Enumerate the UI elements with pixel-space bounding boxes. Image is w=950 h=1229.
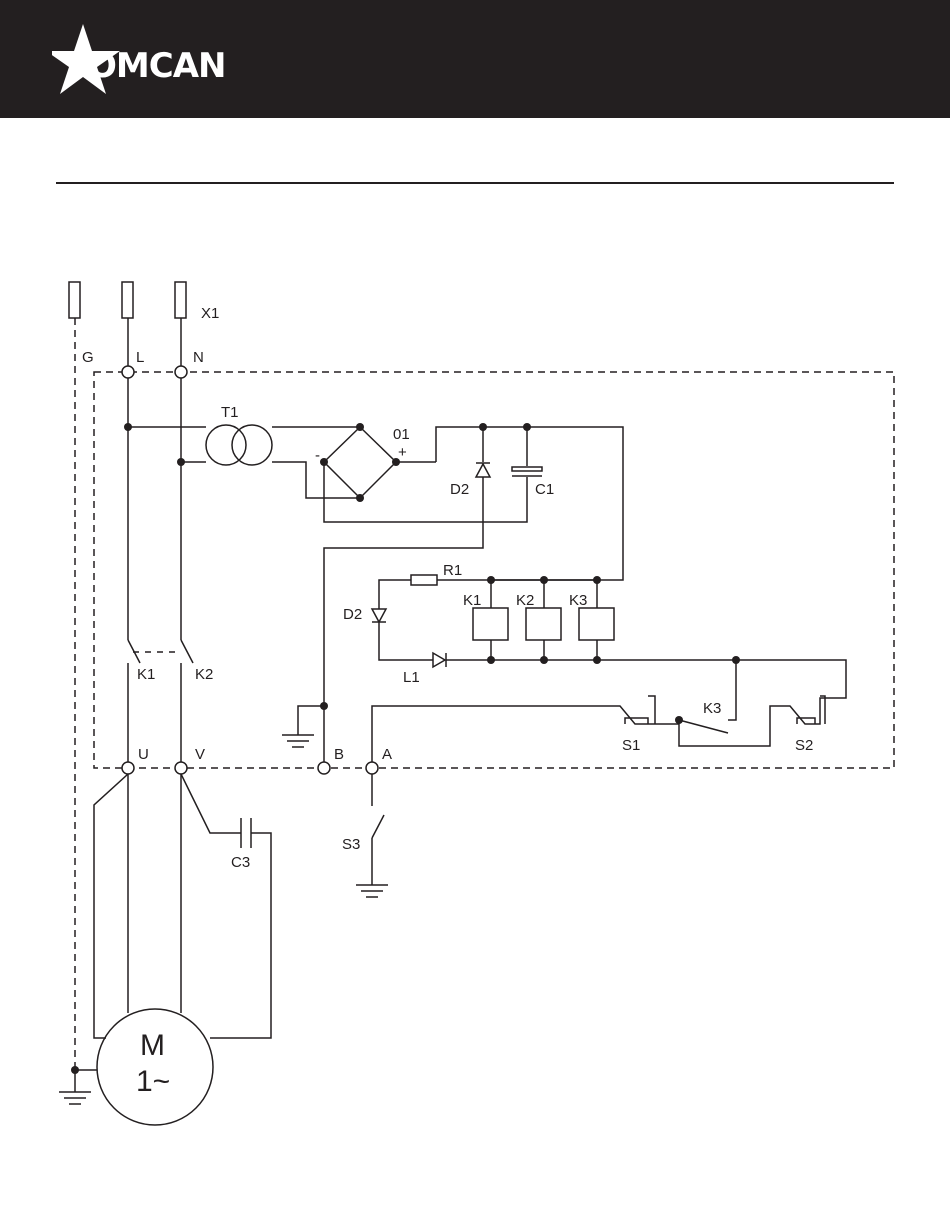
label-01: 01 — [393, 426, 410, 443]
label-s2: S2 — [795, 737, 813, 754]
resistor-r1 — [411, 575, 437, 585]
relay-coil-k2 — [526, 608, 561, 640]
label-d2-left: D2 — [343, 606, 362, 623]
terminal-u — [122, 762, 134, 774]
label-l1: L1 — [403, 669, 420, 686]
capacitor-c1 — [512, 467, 542, 471]
label-k1-coil: K1 — [463, 592, 481, 609]
transformer-t1-primary — [206, 425, 246, 465]
terminal-v — [175, 762, 187, 774]
label-g: G — [82, 349, 94, 366]
label-r1: R1 — [443, 562, 462, 579]
s2-pushbutton — [797, 718, 815, 724]
label-k2-coil: K2 — [516, 592, 534, 609]
label-t1: T1 — [221, 404, 239, 421]
terminal-g — [69, 282, 80, 318]
label-a: A — [382, 746, 392, 763]
s1-pushbutton — [625, 718, 648, 724]
label-x1: X1 — [201, 305, 219, 322]
diode-l1 — [433, 653, 445, 667]
label-k1-contact: K1 — [137, 666, 155, 683]
label-motor-phase: 1~ — [136, 1065, 170, 1098]
terminal-b — [318, 762, 330, 774]
control-box-enclosure — [94, 372, 894, 768]
k2-contact — [181, 640, 193, 663]
terminal-n — [175, 282, 186, 318]
terminal-l-node — [122, 366, 134, 378]
terminal-n-node — [175, 366, 187, 378]
label-s3: S3 — [342, 836, 360, 853]
k3-contact — [679, 720, 728, 733]
label-motor-m: M — [140, 1029, 165, 1062]
relay-coil-k1 — [473, 608, 508, 640]
diode-d2-left — [372, 609, 386, 622]
transformer-t1-secondary — [232, 425, 272, 465]
label-minus: - — [315, 447, 320, 464]
diode-d2-top — [476, 464, 490, 477]
label-d2-top: D2 — [450, 481, 469, 498]
bridge-rectifier — [324, 427, 396, 498]
relay-coil-k3 — [579, 608, 614, 640]
label-s1: S1 — [622, 737, 640, 754]
terminal-a — [366, 762, 378, 774]
label-plus: + — [398, 444, 407, 461]
label-c3: C3 — [231, 854, 250, 871]
s3-switch — [372, 815, 384, 838]
label-k3-coil: K3 — [569, 592, 587, 609]
label-c1: C1 — [535, 481, 554, 498]
terminal-l — [122, 282, 133, 318]
label-n: N — [193, 349, 204, 366]
label-k2-contact: K2 — [195, 666, 213, 683]
label-l: L — [136, 349, 144, 366]
label-v: V — [195, 746, 205, 763]
label-b: B — [334, 746, 344, 763]
label-k3-contact: K3 — [703, 700, 721, 717]
label-u: U — [138, 746, 149, 763]
